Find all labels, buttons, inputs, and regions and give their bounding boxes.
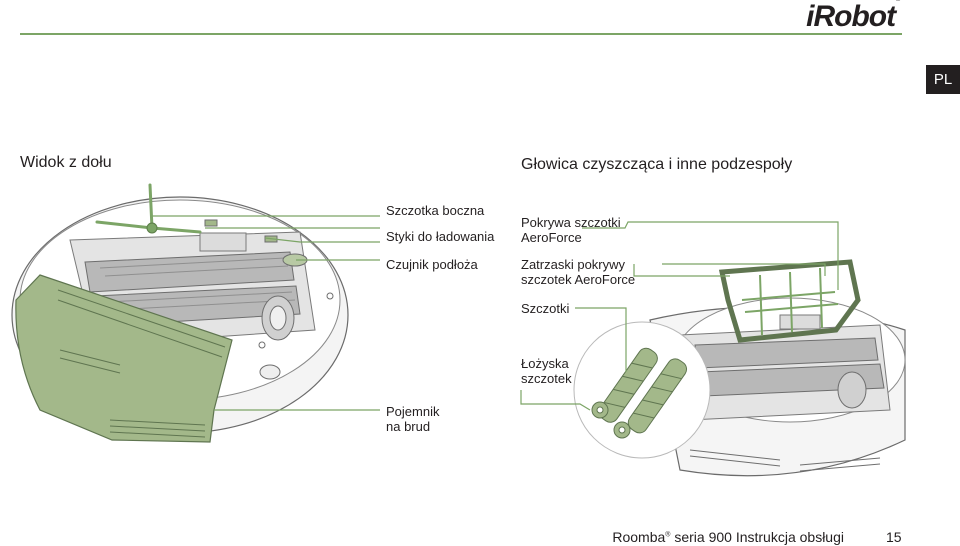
brushes-inset — [573, 321, 711, 459]
cleaning-head-title: Głowica czyszcząca i inne podzespoły — [521, 156, 793, 173]
label-brush-guard: Pokrywa szczotki AeroForce — [521, 215, 621, 245]
bottom-view-title: Widok z dołu — [20, 154, 112, 171]
label-side-brush: Szczotka boczna — [386, 203, 485, 218]
left-leader-lines — [152, 215, 380, 411]
irobot-logo: iRobot® — [806, 0, 901, 33]
page-number: 15 — [886, 529, 902, 545]
label-cliff-sensor: Czujnik podłoża — [386, 257, 478, 272]
right-leader-lines — [520, 221, 839, 411]
robot-bottom-view — [11, 183, 349, 443]
label-charging-contacts: Styki do ładowania — [386, 229, 495, 244]
robot-cleaning-head — [649, 259, 906, 477]
label-brush-bearings: Łożyska szczotek — [521, 356, 572, 386]
footer-title: Roomba® seria 900 Instrukcja obsługi — [612, 529, 844, 545]
header-rule — [20, 33, 902, 35]
label-brushes: Szczotki — [521, 301, 570, 316]
label-guard-latches: Zatrzaski pokrywy szczotek AeroForce — [521, 257, 636, 287]
language-badge: PL — [926, 65, 960, 94]
label-dust-bin: Pojemnik na brud — [386, 404, 440, 434]
